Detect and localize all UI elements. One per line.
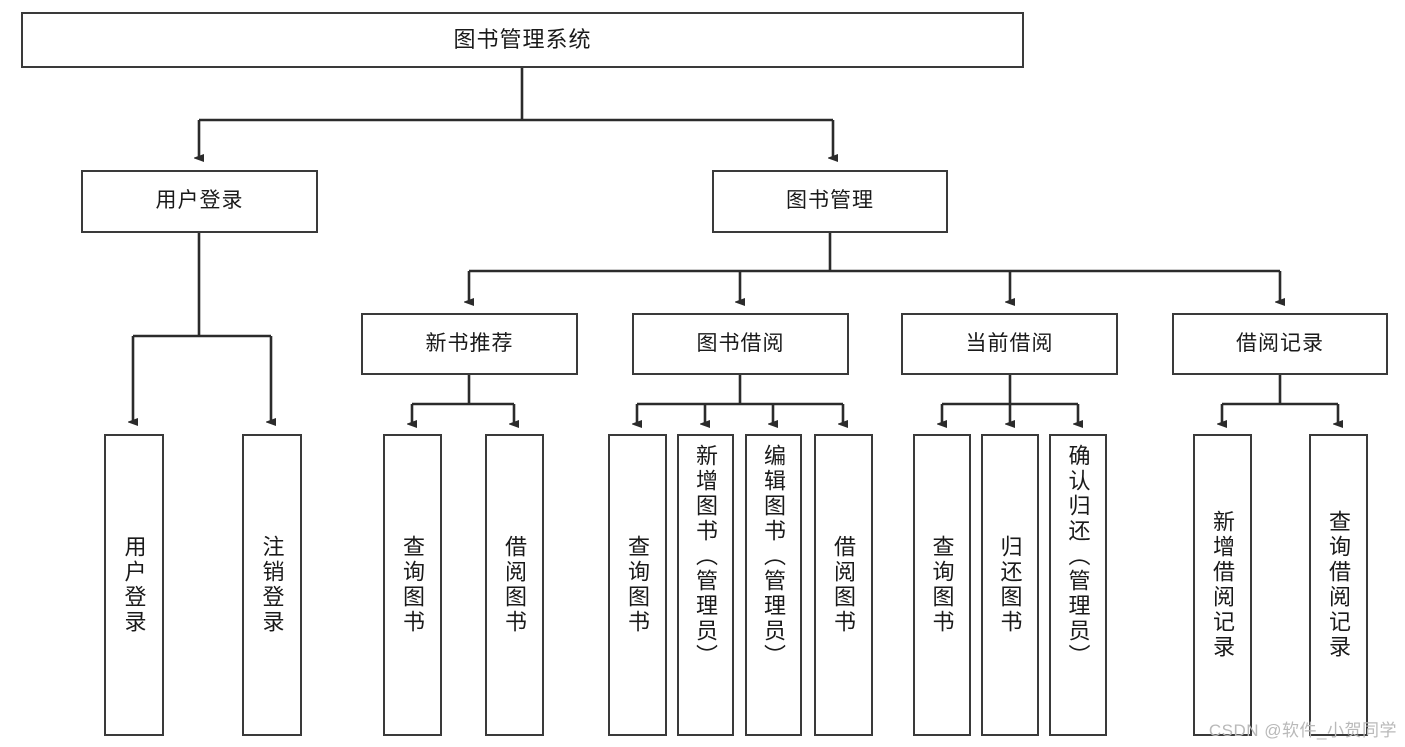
watermark-text: CSDN @软件_小贺同学 [1208, 721, 1397, 740]
node-label: 图书借阅 [696, 331, 785, 355]
leaf-query-book-3[interactable]: 查询图书 [913, 434, 971, 736]
node-label: 图书管理系统 [453, 27, 592, 53]
node-label: 图书管理 [786, 189, 874, 213]
node-current-borrow[interactable]: 当前借阅 [901, 313, 1118, 375]
leaf-edit-book[interactable]: 编辑图书（管理员） [745, 434, 802, 736]
node-label: 借阅记录 [1236, 331, 1324, 355]
leaf-query-book-1[interactable]: 查询图书 [383, 434, 442, 736]
leaf-query-book-2[interactable]: 查询图书 [608, 434, 667, 736]
leaf-add-book[interactable]: 新增图书（管理员） [677, 434, 734, 736]
leaf-confirm-return[interactable]: 确认归还（管理员） [1049, 434, 1107, 736]
node-label: 注销登录 [259, 535, 285, 635]
node-borrow-record[interactable]: 借阅记录 [1172, 313, 1388, 375]
leaf-logout-login[interactable]: 注销登录 [242, 434, 302, 736]
leaf-borrow-book-2[interactable]: 借阅图书 [814, 434, 873, 736]
node-label: 借阅图书 [502, 535, 528, 635]
node-new-book-recommend[interactable]: 新书推荐 [361, 313, 578, 375]
node-label: 用户登录 [121, 535, 147, 635]
node-label: 查询借阅记录 [1326, 510, 1352, 660]
leaf-query-borrow-record[interactable]: 查询借阅记录 [1309, 434, 1368, 736]
leaf-user-login[interactable]: 用户登录 [104, 434, 164, 736]
node-label: 查询图书 [929, 535, 955, 635]
leaf-return-book[interactable]: 归还图书 [981, 434, 1039, 736]
node-label: 当前借阅 [965, 331, 1054, 355]
node-label: 查询图书 [400, 535, 426, 635]
node-user-login[interactable]: 用户登录 [81, 170, 318, 233]
node-label: 新增借阅记录 [1210, 510, 1236, 660]
node-book-management[interactable]: 图书管理 [712, 170, 948, 233]
leaf-add-borrow-record[interactable]: 新增借阅记录 [1193, 434, 1252, 736]
node-book-borrow[interactable]: 图书借阅 [632, 313, 849, 375]
node-label: 查询图书 [625, 535, 651, 635]
node-label: 借阅图书 [831, 535, 857, 635]
node-label: 新增图书（管理员） [693, 444, 719, 669]
node-root-system[interactable]: 图书管理系统 [21, 12, 1024, 68]
node-label: 确认归还（管理员） [1065, 444, 1091, 669]
leaf-borrow-book-1[interactable]: 借阅图书 [485, 434, 544, 736]
node-label: 归还图书 [997, 535, 1023, 635]
node-label: 编辑图书（管理员） [761, 444, 787, 669]
node-label: 新书推荐 [425, 331, 514, 355]
node-label: 用户登录 [155, 189, 244, 213]
